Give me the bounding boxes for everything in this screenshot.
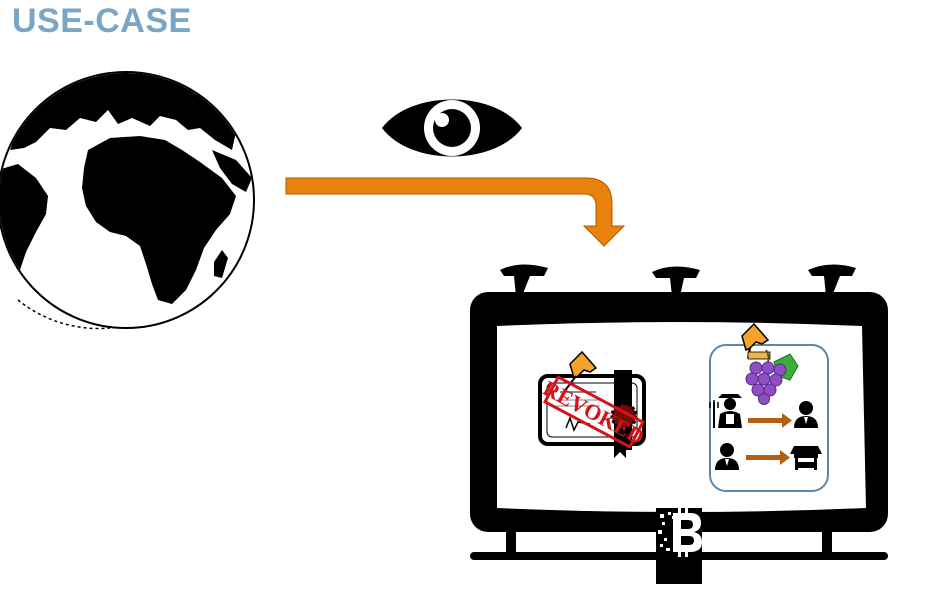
bitcoin-logo-icon	[658, 508, 702, 557]
page-title: USE-CASE	[12, 2, 192, 40]
person-icon	[794, 401, 818, 428]
market-stall-icon	[790, 446, 822, 470]
farmer-icon	[709, 394, 742, 428]
flow-arrow	[285, 177, 626, 247]
transfer-arrow	[748, 413, 792, 428]
transfer-arrow	[746, 450, 790, 465]
eye-icon	[382, 99, 522, 157]
person-icon	[715, 443, 739, 470]
grapes-icon	[745, 349, 799, 405]
billboard-lamps	[500, 264, 856, 296]
globe-icon	[0, 71, 255, 330]
